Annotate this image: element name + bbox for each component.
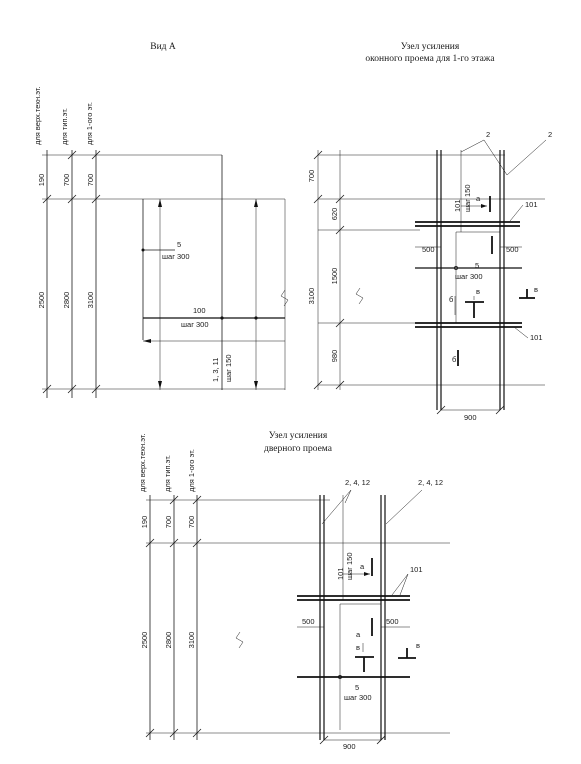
view-a-col-label-typ: для тип.эт. — [60, 108, 69, 145]
door-label-900: 900 — [343, 742, 356, 751]
door-col-label-typ: для тип.эт. — [163, 455, 172, 492]
window-dim-700: 700 — [307, 170, 316, 183]
door-col-label-first: для 1-ого эт. — [187, 449, 196, 492]
window-dim-1500: 1500 — [330, 268, 339, 285]
door-callout-left: 2, 4, 12 — [345, 478, 370, 487]
door-label-v1: в — [356, 643, 360, 652]
view-a-dim-3100: 3100 — [86, 292, 95, 309]
door-dim-2800: 2800 — [164, 632, 173, 649]
view-a-dim-700-typ: 700 — [62, 174, 71, 187]
window-label-a: а — [476, 194, 481, 203]
view-a-label-100: 100 — [193, 306, 206, 315]
window-dim-step150: шаг 150 — [463, 184, 472, 212]
view-a-label-1311: 1, 3, 11 — [211, 358, 220, 382]
view-a: Вид А для верх.техн.эт. для тип.эт. для … — [33, 42, 289, 398]
door-label-5: 5 — [355, 683, 359, 692]
view-a-label-step150: шаг 150 — [224, 354, 233, 382]
view-a-dim-190: 190 — [37, 174, 46, 187]
door-node-title-line1: Узел усиления — [269, 431, 328, 441]
door-node-title-line2: дверного проема — [264, 444, 333, 454]
view-a-label-step300-a: шаг 300 — [162, 252, 190, 261]
window-label-5: 5 — [475, 261, 479, 270]
door-dim-step150: шаг 150 — [345, 552, 354, 580]
window-node: Узел усиления оконного проема для 1-го э… — [307, 42, 552, 422]
door-label-a2: а — [356, 630, 361, 639]
door-dim-190: 190 — [140, 516, 149, 529]
door-label-a: а — [360, 562, 365, 571]
window-callout-2a: 2 — [486, 130, 490, 139]
window-node-title-line1: Узел усиления — [401, 42, 460, 52]
door-dim-2500: 2500 — [140, 632, 149, 649]
window-label-step300: шаг 300 — [455, 272, 483, 281]
window-dim-620: 620 — [330, 208, 339, 221]
door-node: Узел усиления дверного проема для верх.т… — [138, 431, 450, 751]
door-label-500-right: 500 — [386, 617, 399, 626]
view-a-label-5: 5 — [177, 240, 181, 249]
door-dim-101: 101 — [336, 567, 345, 580]
window-label-101-top: 101 — [525, 200, 538, 209]
window-label-500-right: 500 — [506, 245, 519, 254]
window-label-b2: б — [452, 355, 456, 364]
window-dim-980: 980 — [330, 350, 339, 363]
door-label-step300: шаг 300 — [344, 693, 372, 702]
window-callout-2b: 2 — [548, 130, 552, 139]
window-dim-3100: 3100 — [307, 288, 316, 305]
window-node-title-line2: оконного проема для 1-го этажа — [365, 54, 495, 64]
view-a-label-step300-b: шаг 300 — [181, 320, 209, 329]
door-dim-3100: 3100 — [187, 632, 196, 649]
door-col-label-tech: для верх.техн.эт. — [138, 433, 147, 492]
view-a-col-label-tech: для верх.техн.эт. — [33, 86, 42, 145]
window-label-v2: в — [534, 285, 538, 294]
window-label-900: 900 — [464, 413, 477, 422]
door-dim-700-typ: 700 — [164, 516, 173, 529]
view-a-col-label-first: для 1-ого эт. — [85, 102, 94, 145]
door-dim-700-first: 700 — [187, 516, 196, 529]
window-dim-101: 101 — [453, 199, 462, 212]
window-label-101-bottom: 101 — [530, 333, 543, 342]
window-label-b: б — [449, 295, 453, 304]
window-label-v1: в — [476, 287, 480, 296]
window-label-500-left: 500 — [422, 245, 435, 254]
view-a-title: Вид А — [150, 42, 176, 52]
door-label-v2: в — [416, 641, 420, 650]
door-label-500-left: 500 — [302, 617, 315, 626]
door-label-101: 101 — [410, 565, 423, 574]
view-a-dim-2800: 2800 — [62, 292, 71, 309]
view-a-dim-2500: 2500 — [37, 292, 46, 309]
door-callout-right: 2, 4, 12 — [418, 478, 443, 487]
view-a-dim-700-first: 700 — [86, 174, 95, 187]
